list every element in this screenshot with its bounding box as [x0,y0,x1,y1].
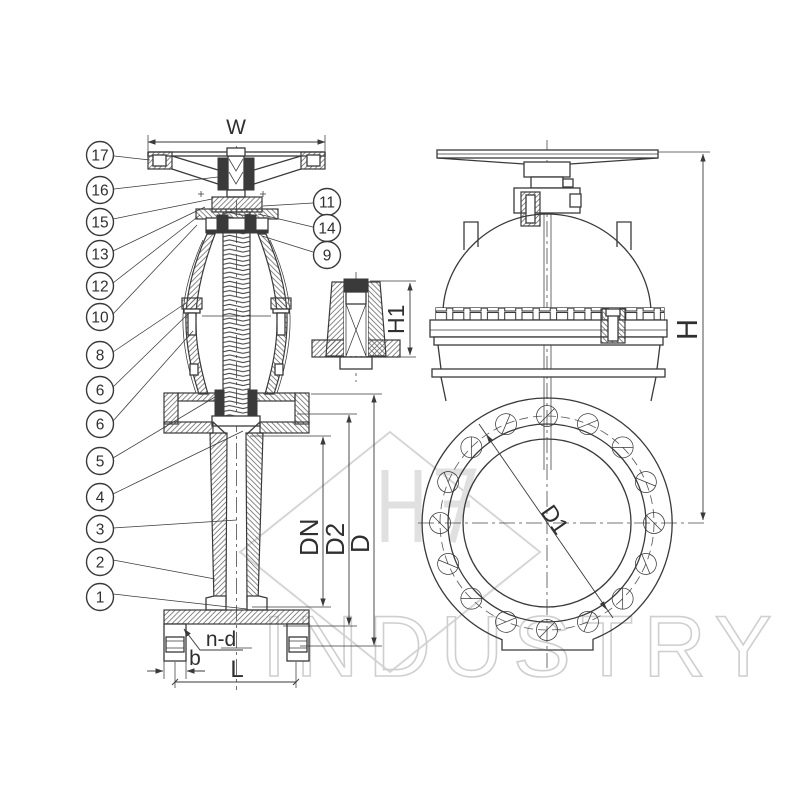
handwheel-section [147,147,326,191]
bonnet-flange-front [429,307,668,346]
cap-top [343,278,369,293]
stem-housing [513,187,582,470]
watermark-text: INDUSTRY [262,599,782,695]
packing-left [216,214,229,231]
stem-nut [211,389,261,427]
svg-text:9: 9 [323,248,332,265]
balloon-17: 17 [85,140,151,170]
watermark: INDUSTRY [238,430,782,696]
balloons: 17 16 15 13 12 10 8 6 6 5 4 3 2 1 11 14 … [85,140,342,612]
label-h1: H1 [383,305,409,334]
body-flange-joint [163,392,310,435]
svg-text:8: 8 [96,348,105,365]
dim-w: W [147,116,326,151]
stem-top-thread [228,158,244,185]
label-dn: DN [294,518,324,556]
dim-h: H [658,151,710,521]
svg-text:2: 2 [96,555,105,572]
svg-text:6: 6 [96,383,105,400]
svg-text:15: 15 [91,215,108,232]
balloon-5: 5 [85,393,221,476]
label-d: D [345,534,375,553]
bolt-hole-left [165,636,185,653]
dim-d: D [300,393,382,647]
dim-b: b [147,647,205,679]
balloon-2: 2 [85,547,216,580]
stem-thread [222,211,251,419]
bore-circle [462,438,632,608]
packing-right [244,214,257,231]
balloon-10: 10 [85,224,198,332]
handwheel-front [436,149,659,189]
balloon-12: 12 [85,214,201,301]
balloon-16: 16 [85,175,219,205]
body-front [431,344,666,402]
seat-right [246,595,268,611]
body-channel [205,432,268,611]
svg-text:11: 11 [319,195,335,212]
raised-face-circle [447,423,647,623]
balloon-6a: 6 [85,312,190,405]
bonnet-dome [442,213,652,312]
label-l: L [230,656,243,683]
label-h: H [672,319,704,340]
svg-text:16: 16 [91,183,108,200]
balloon-8: 8 [85,302,187,370]
balloon-3: 3 [85,514,238,544]
svg-text:6: 6 [96,417,105,434]
svg-text:3: 3 [96,522,105,539]
bonnet-yoke [182,233,291,395]
dimensions: W DN D2 D n-d [147,116,710,688]
label-d1: D1 [536,500,574,539]
svg-text:14: 14 [318,221,336,238]
dim-l: L [171,656,300,688]
dim-d2: D2 [283,413,357,627]
stem-nut-top [226,147,246,157]
balloon-4: 4 [85,430,244,512]
balloon-9: 9 [261,235,342,270]
balloon-14: 14 [257,213,342,243]
label-d2: D2 [320,523,350,556]
svg-text:1: 1 [96,590,105,607]
balloon-1: 1 [85,582,248,612]
section-view [147,146,326,690]
flange-circle [421,397,673,651]
front-view [418,140,708,668]
seat-left [205,595,227,611]
svg-text:13: 13 [91,247,108,264]
cap-stub [339,356,373,370]
svg-text:12: 12 [91,279,108,296]
bolt-hole-right [288,636,308,653]
balloon-13: 13 [85,206,206,269]
balloon-11: 11 [262,187,342,217]
label-b: b [189,647,201,670]
gland-assembly [195,189,279,234]
bonnet-bolts [181,297,292,336]
watermark-logo-diamond [238,430,542,674]
dim-h1: H1 [370,280,416,358]
gland-bolt-cross [198,191,266,197]
watermark-logo-glyph [381,470,422,542]
label-nd: n-d [206,628,236,651]
svg-text:4: 4 [96,490,105,507]
svg-text:17: 17 [91,148,108,165]
svg-text:5: 5 [96,454,105,471]
flange-bolt-holes [429,405,665,641]
balloon-15: 15 [85,198,213,237]
svg-text:10: 10 [91,310,109,327]
bottom-flange [163,609,310,662]
balloon-6b: 6 [85,330,194,439]
detail-view [311,272,401,382]
label-w: W [226,116,246,139]
dim-dn: DN [250,435,331,608]
dim-nd: n-d [183,628,243,651]
